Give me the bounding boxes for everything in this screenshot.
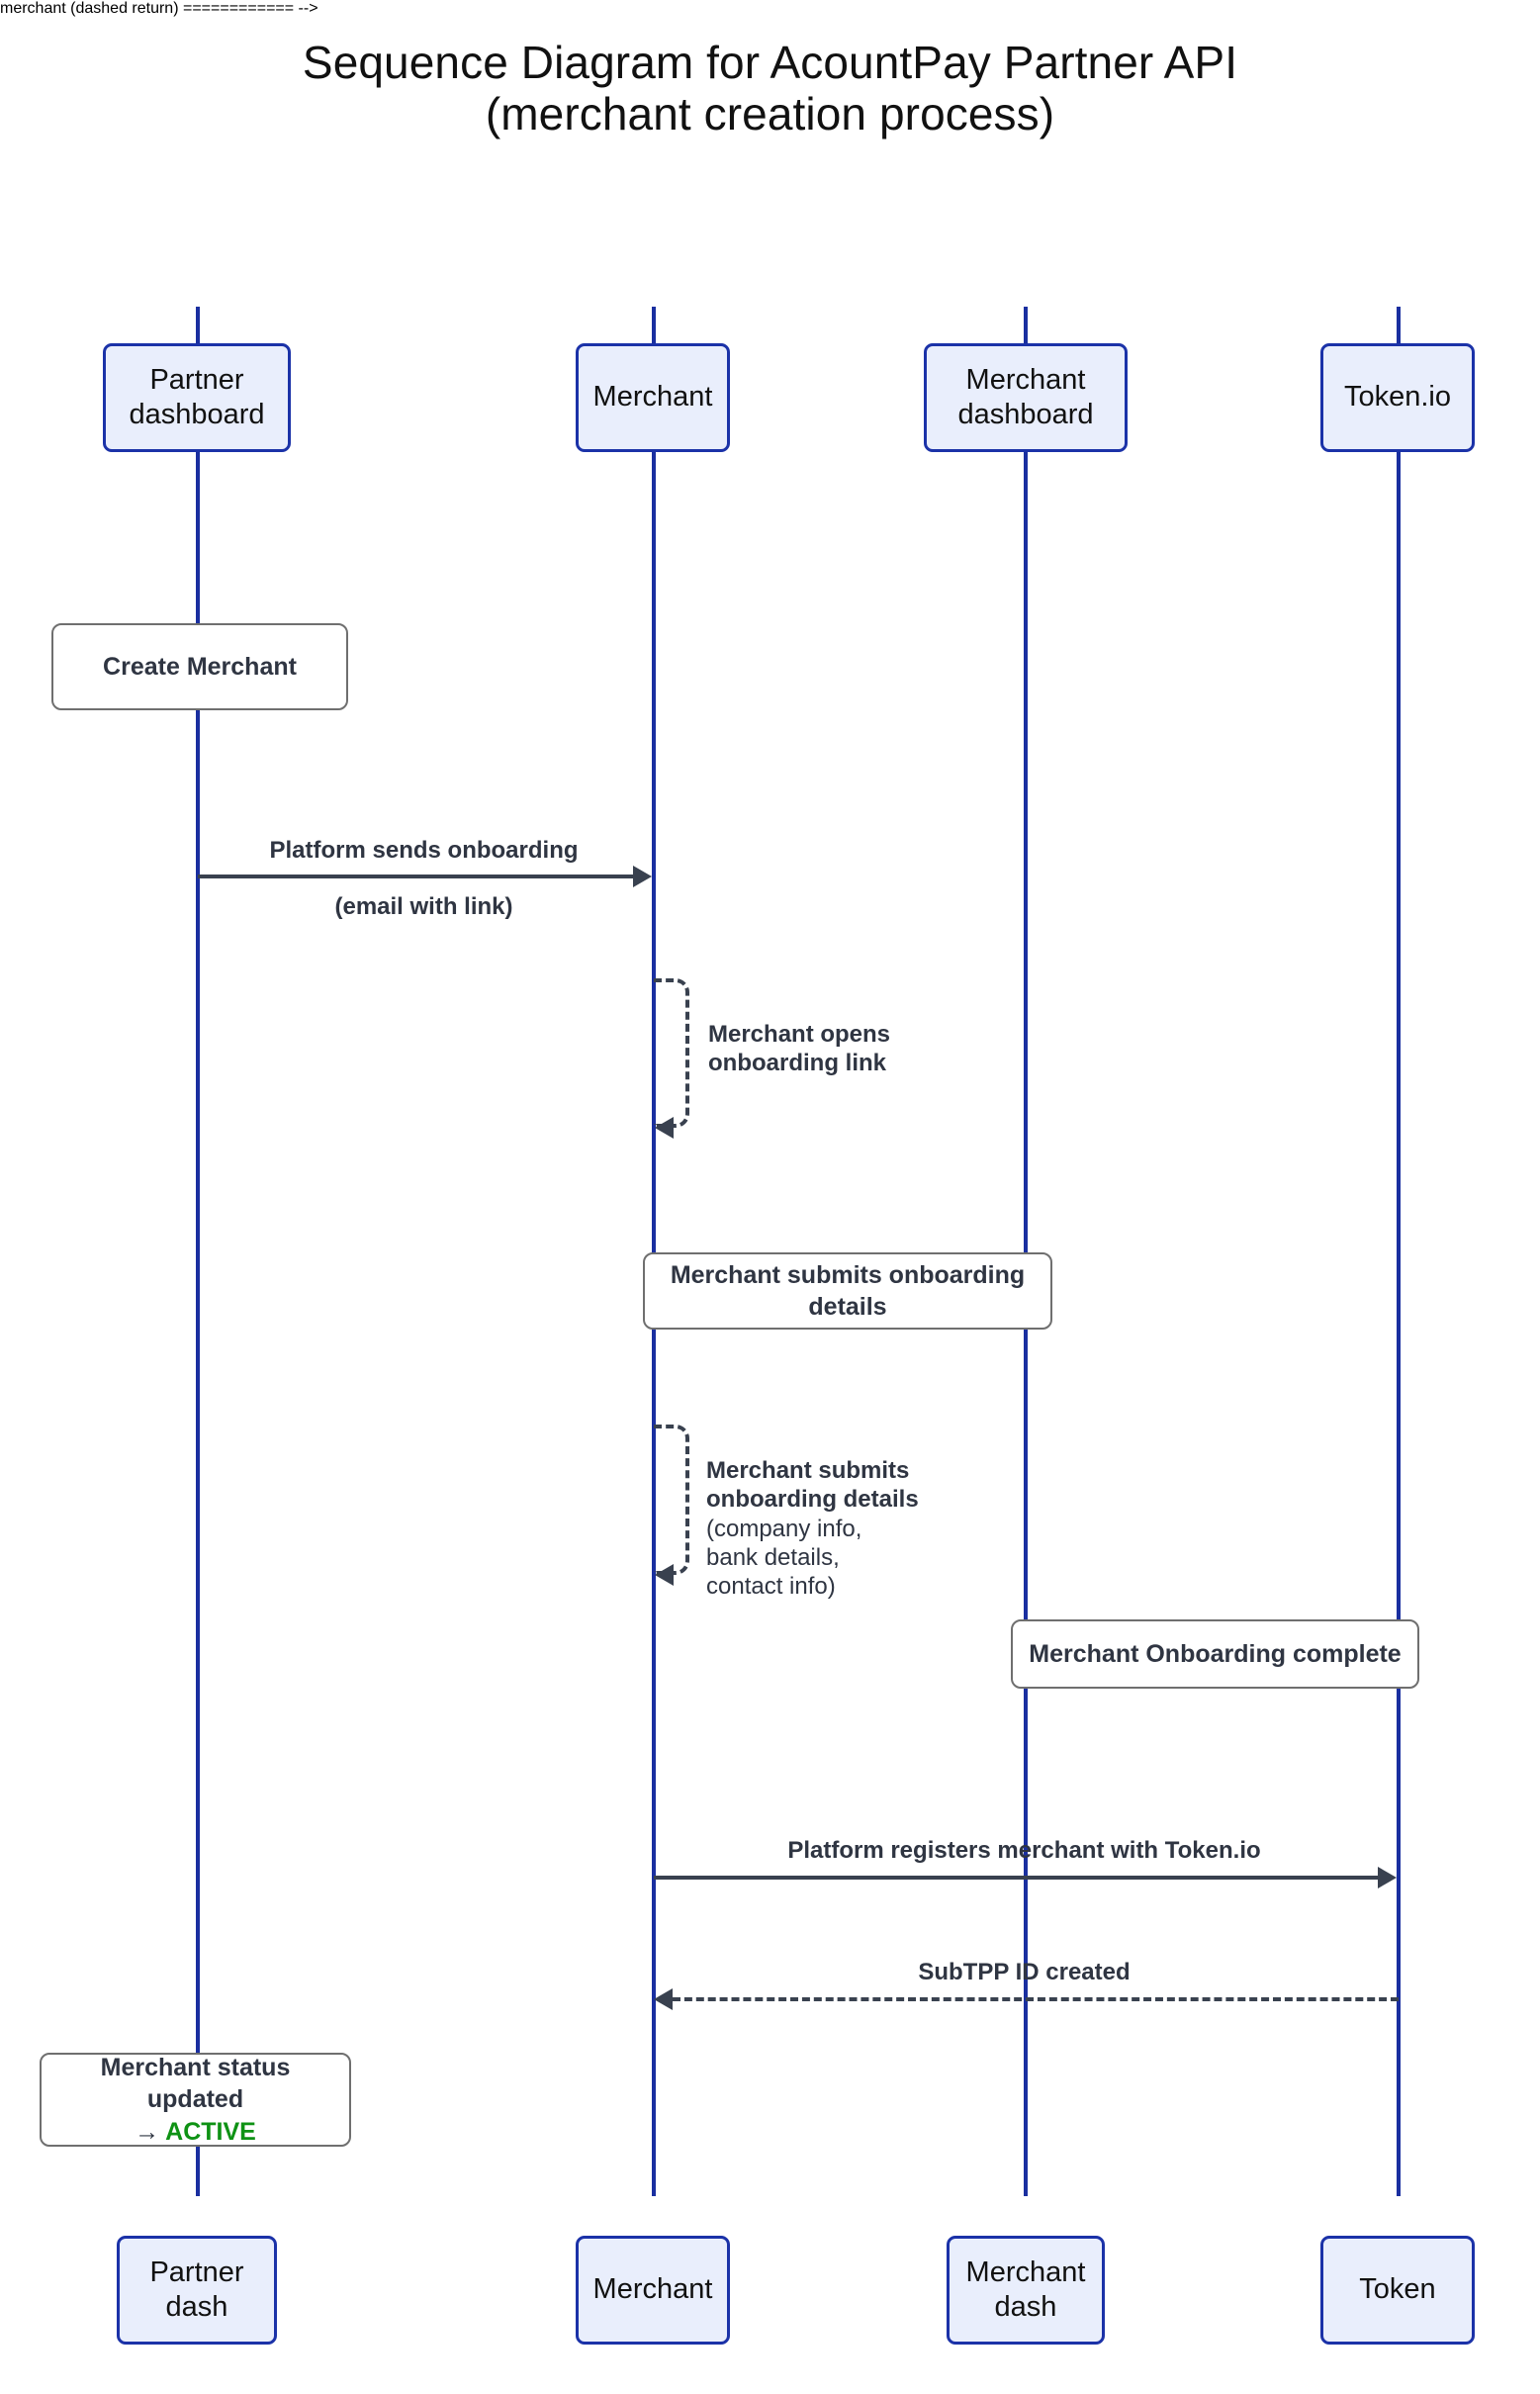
selfcall-merchant-opens-onboarding-link-label: Merchant opens onboarding link — [708, 1020, 1005, 1078]
message-platform-registers-merchant-line — [654, 1876, 1378, 1880]
actor-merchant-dashboard-top-line-2: dashboard — [957, 399, 1094, 430]
actor-partner-dash-bottom-line-2: dash — [165, 2291, 228, 2323]
actor-merchant-dash-bottom-line-2: dash — [994, 2291, 1057, 2323]
actor-partner-dashboard-top-line-2: dashboard — [129, 399, 265, 430]
diagram-title-line-1: Sequence Diagram for AcountPay Partner A… — [302, 37, 1238, 88]
actor-partner-dash-bottom[interactable]: Partner dash — [117, 2236, 277, 2345]
selfcall-merchant-opens-onboarding-link-arrowhead — [655, 1117, 674, 1139]
actor-partner-dashboard-top-line-1: Partner — [149, 363, 244, 396]
message-platform-sends-onboarding-line — [198, 875, 633, 878]
actor-partner-dashboard-top[interactable]: Partner dashboard — [103, 343, 291, 452]
message-subtpp-id-created-label: SubTPP ID created — [918, 1959, 1131, 1985]
note-merchant-onboarding-complete-text: Merchant Onboarding complete — [1029, 1639, 1402, 1668]
actor-partner-dash-bottom-line-1: Partner — [149, 2256, 244, 2288]
actor-tokenio-top[interactable]: Token.io — [1320, 343, 1475, 452]
actor-token-bottom[interactable]: Token — [1320, 2236, 1475, 2345]
note-create-merchant-text: Create Merchant — [103, 652, 297, 681]
selfcall-2-normal-line-3: contact info) — [706, 1573, 836, 1601]
lifeline-merchant — [652, 307, 656, 2196]
actor-merchant-bottom-line-1: Merchant — [592, 2273, 713, 2306]
selfcall-merchant-submits-onboarding-details-loop — [654, 1425, 689, 1575]
message-platform-sends-onboarding-arrowhead — [633, 866, 652, 887]
selfcall-2-normal-line-2: bank details, — [706, 1543, 840, 1571]
actor-tokenio-top-line-1: Token.io — [1343, 381, 1451, 414]
note-merchant-onboarding-complete[interactable]: Merchant Onboarding complete — [1011, 1619, 1419, 1689]
diagram-title: Sequence Diagram for AcountPay Partner A… — [0, 37, 1540, 139]
note-merchant-status-updated-text: Merchant status updated — [100, 2053, 291, 2114]
note-merchant-submits-onboarding-details-text: Merchant submits onboarding details — [670, 1260, 1026, 1322]
lifeline-tokenio — [1397, 307, 1401, 2196]
note-merchant-submits-onboarding-details[interactable]: Merchant submits onboarding details — [643, 1252, 1052, 1330]
message-platform-sends-onboarding-label-below: (email with link) — [334, 893, 513, 920]
selfcall-2-normal-line-1: (company info, — [706, 1515, 862, 1542]
selfcall-1-bold-line-2: onboarding link — [708, 1050, 886, 1077]
status-badge-active: ACTIVE — [165, 2117, 256, 2146]
diagram-title-line-2: (merchant creation process) — [485, 87, 1055, 139]
actor-merchant-dashboard-top-line-1: Merchant — [965, 363, 1086, 396]
actor-merchant-top[interactable]: Merchant — [576, 343, 730, 452]
actor-token-bottom-line-1: Token — [1359, 2273, 1436, 2306]
lifeline-merchant-dashboard — [1024, 307, 1028, 2196]
actor-merchant-bottom[interactable]: Merchant — [576, 2236, 730, 2345]
actor-merchant-dash-bottom[interactable]: Merchant dash — [947, 2236, 1105, 2345]
selfcall-merchant-submits-onboarding-details-label: Merchant submits onboarding details (com… — [706, 1456, 1003, 1601]
selfcall-2-bold-line-2: onboarding details — [706, 1486, 919, 1514]
selfcall-2-bold-line-1: Merchant submits — [706, 1457, 910, 1484]
note-create-merchant[interactable]: Create Merchant — [51, 623, 348, 710]
selfcall-merchant-opens-onboarding-link-loop — [654, 978, 689, 1128]
message-platform-sends-onboarding-label-above: Platform sends onboarding — [269, 837, 579, 864]
message-platform-registers-merchant-label: Platform registers merchant with Token.i… — [787, 1837, 1261, 1864]
message-subtpp-id-created-arrowhead — [654, 1988, 673, 2010]
note-merchant-status-updated[interactable]: Merchant status updated → ACTIVE — [40, 2053, 351, 2147]
message-platform-registers-merchant-arrowhead — [1378, 1867, 1397, 1888]
message-subtpp-id-created-line — [673, 1997, 1399, 2001]
selfcall-1-bold-line-1: Merchant opens — [708, 1021, 891, 1048]
actor-merchant-dashboard-top[interactable]: Merchant dashboard — [924, 343, 1128, 452]
lifeline-partner — [196, 307, 200, 2196]
actor-merchant-dash-bottom-line-1: Merchant — [965, 2256, 1086, 2288]
note-merchant-status-updated-arrow-icon: → — [135, 2117, 166, 2146]
actor-merchant-top-line-1: Merchant — [592, 381, 713, 414]
selfcall-merchant-submits-onboarding-details-arrowhead — [655, 1564, 674, 1586]
